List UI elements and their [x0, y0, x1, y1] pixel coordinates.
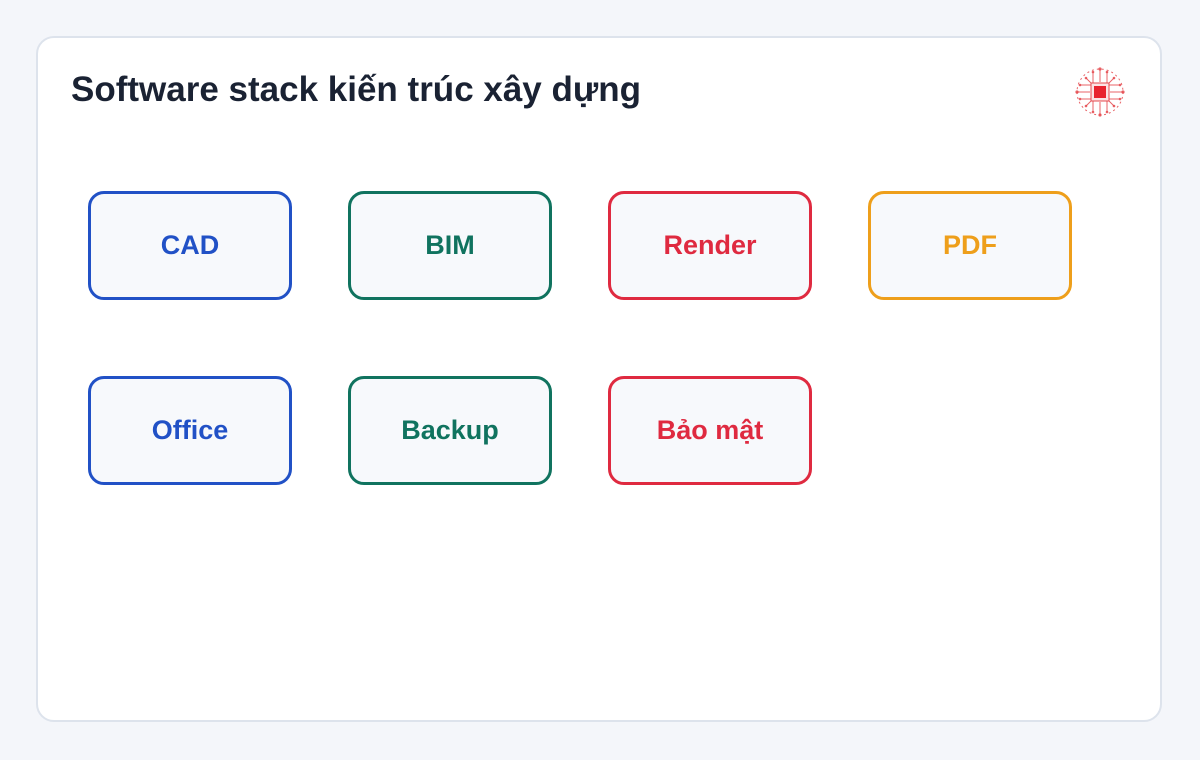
- tile-label: PDF: [943, 230, 997, 260]
- tile-bim[interactable]: BIM: [348, 191, 552, 300]
- tile-pdf[interactable]: PDF: [868, 191, 1072, 300]
- tile-label: CAD: [160, 230, 220, 260]
- circuit-chip-icon: [1074, 66, 1126, 118]
- tile-bao-mat[interactable]: Bảo mật: [608, 376, 812, 485]
- tile-label: Render: [663, 230, 757, 260]
- tile-label: Backup: [401, 415, 499, 445]
- tile-label: BIM: [425, 230, 475, 260]
- tile-office[interactable]: Office: [88, 376, 292, 485]
- tile-label: Office: [151, 415, 229, 445]
- stack-card: Software stack kiến trúc xây dựng: [36, 36, 1162, 722]
- tile-render[interactable]: Render: [608, 191, 812, 300]
- page-title: Software stack kiến trúc xây dựng: [71, 70, 641, 109]
- tile-cad[interactable]: CAD: [88, 191, 292, 300]
- tile-backup[interactable]: Backup: [348, 376, 552, 485]
- tile-label: Bảo mật: [656, 415, 764, 445]
